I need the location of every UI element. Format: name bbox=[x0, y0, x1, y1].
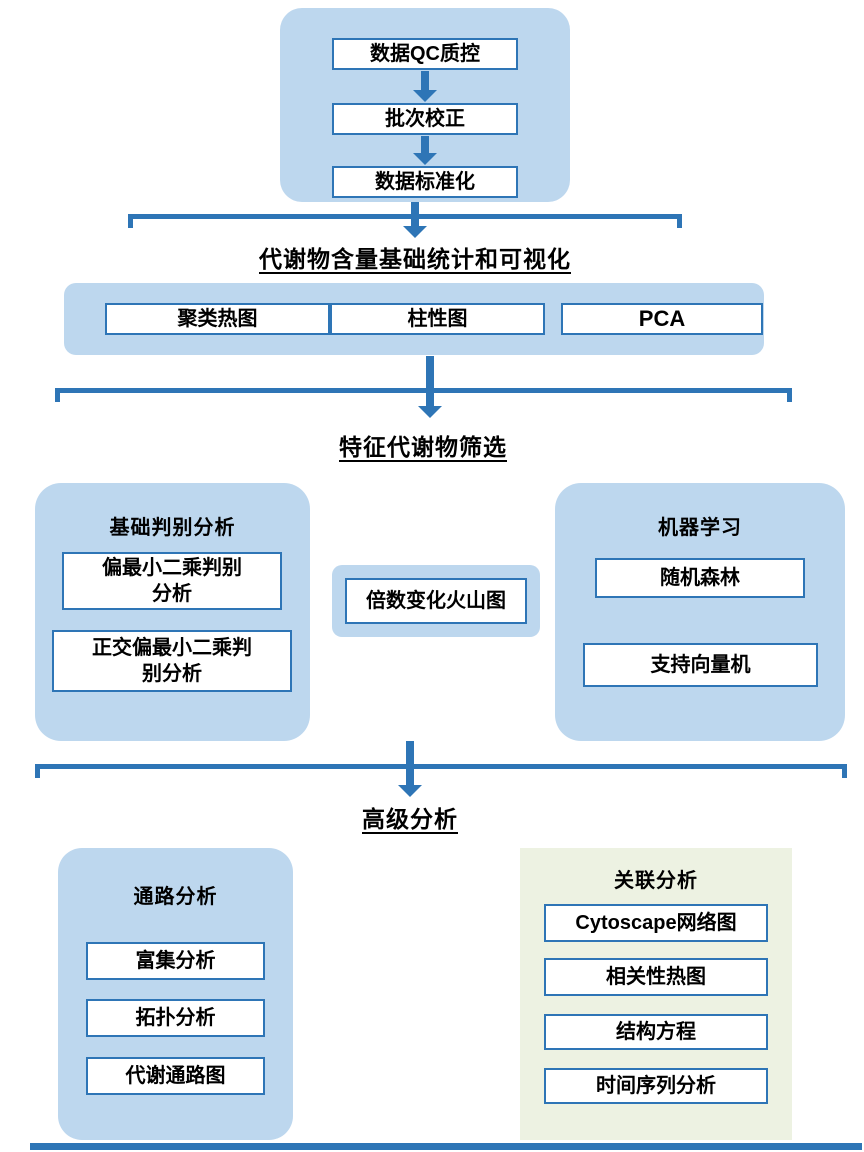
node-label: 偏最小二乘判别 分析 bbox=[102, 557, 242, 605]
bracket-connector-2 bbox=[55, 388, 792, 402]
node-label: Cytoscape网络图 bbox=[575, 912, 737, 934]
section-title-stats: 代谢物含量基础统计和可视化 bbox=[259, 246, 571, 272]
node-label: 时间序列分析 bbox=[596, 1075, 716, 1097]
preprocess-group: 数据QC质控 批次校正 数据标准化 bbox=[280, 8, 570, 202]
bottom-connector-bar bbox=[30, 1143, 862, 1150]
node-label: 相关性热图 bbox=[606, 966, 706, 988]
arrow-stem bbox=[421, 136, 429, 154]
node-label: 数据QC质控 bbox=[370, 43, 480, 65]
node-label: 支持向量机 bbox=[650, 654, 751, 676]
node-volcano-plot: 倍数变化火山图 bbox=[345, 578, 527, 624]
node-data-qc: 数据QC质控 bbox=[332, 38, 518, 70]
node-correlation-heatmap: 相关性热图 bbox=[544, 958, 768, 996]
node-cytoscape-network: Cytoscape网络图 bbox=[544, 904, 768, 942]
node-label: 柱性图 bbox=[407, 308, 468, 330]
arrow-stem bbox=[421, 71, 429, 91]
node-data-normalization: 数据标准化 bbox=[332, 166, 518, 198]
node-batch-correction: 批次校正 bbox=[332, 103, 518, 135]
arrow-head bbox=[398, 785, 422, 797]
arrow-down-icon bbox=[413, 136, 437, 165]
arrow-stem bbox=[411, 202, 419, 227]
ml-group: 机器学习 随机森林 支持向量机 bbox=[555, 483, 845, 741]
node-oplsda: 正交偏最小二乘判 别分析 bbox=[52, 630, 292, 692]
node-label: 批次校正 bbox=[385, 108, 465, 130]
pathway-title: 通路分析 bbox=[133, 886, 218, 908]
bracket-connector-3 bbox=[35, 764, 847, 778]
node-label: PCA bbox=[638, 305, 686, 331]
pathway-group: 通路分析 富集分析 拓扑分析 代谢通路图 bbox=[58, 848, 293, 1140]
node-label: 富集分析 bbox=[135, 950, 216, 972]
node-enrichment-analysis: 富集分析 bbox=[86, 942, 265, 980]
node-svm: 支持向量机 bbox=[583, 643, 818, 687]
node-label: 结构方程 bbox=[616, 1021, 696, 1043]
node-plsda: 偏最小二乘判别 分析 bbox=[62, 552, 282, 610]
node-cluster-heatmap: 聚类热图 bbox=[105, 303, 330, 335]
bracket-connector-1 bbox=[128, 214, 682, 228]
node-pathway-map: 代谢通路图 bbox=[86, 1057, 265, 1095]
correlation-title: 关联分析 bbox=[614, 870, 698, 892]
node-time-series-analysis: 时间序列分析 bbox=[544, 1068, 768, 1104]
node-label: 随机森林 bbox=[660, 567, 740, 589]
arrow-down-icon bbox=[398, 741, 422, 797]
node-bar-chart: 柱性图 bbox=[330, 303, 545, 335]
arrow-down-icon bbox=[403, 202, 427, 238]
node-label: 聚类热图 bbox=[177, 308, 258, 330]
node-label: 倍数变化火山图 bbox=[366, 590, 506, 612]
section-title-advanced: 高级分析 bbox=[362, 806, 458, 832]
volcano-group: 倍数变化火山图 bbox=[332, 565, 540, 637]
node-random-forest: 随机森林 bbox=[595, 558, 805, 598]
discriminant-title: 基础判别分析 bbox=[109, 517, 236, 539]
arrow-down-icon bbox=[413, 71, 437, 102]
discriminant-group: 基础判别分析 偏最小二乘判别 分析 正交偏最小二乘判 别分析 bbox=[35, 483, 310, 741]
node-label: 代谢通路图 bbox=[125, 1065, 226, 1087]
node-label: 拓扑分析 bbox=[135, 1007, 216, 1029]
arrow-stem bbox=[426, 356, 434, 407]
ml-title: 机器学习 bbox=[658, 517, 742, 539]
node-pca: PCA bbox=[561, 303, 763, 335]
arrow-head bbox=[403, 226, 427, 238]
node-structural-equation: 结构方程 bbox=[544, 1014, 768, 1050]
arrow-down-icon bbox=[418, 356, 442, 418]
stats-group: 聚类热图 柱性图 PCA bbox=[64, 283, 764, 355]
arrow-head bbox=[413, 153, 437, 165]
arrow-stem bbox=[406, 741, 414, 786]
node-topology-analysis: 拓扑分析 bbox=[86, 999, 265, 1037]
node-label: 正交偏最小二乘判 别分析 bbox=[92, 637, 252, 685]
arrow-head bbox=[418, 406, 442, 418]
node-label: 数据标准化 bbox=[375, 171, 475, 193]
arrow-head bbox=[413, 90, 437, 102]
correlation-group: 关联分析 Cytoscape网络图 相关性热图 结构方程 时间序列分析 bbox=[520, 848, 792, 1140]
section-title-screening: 特征代谢物筛选 bbox=[339, 434, 507, 460]
